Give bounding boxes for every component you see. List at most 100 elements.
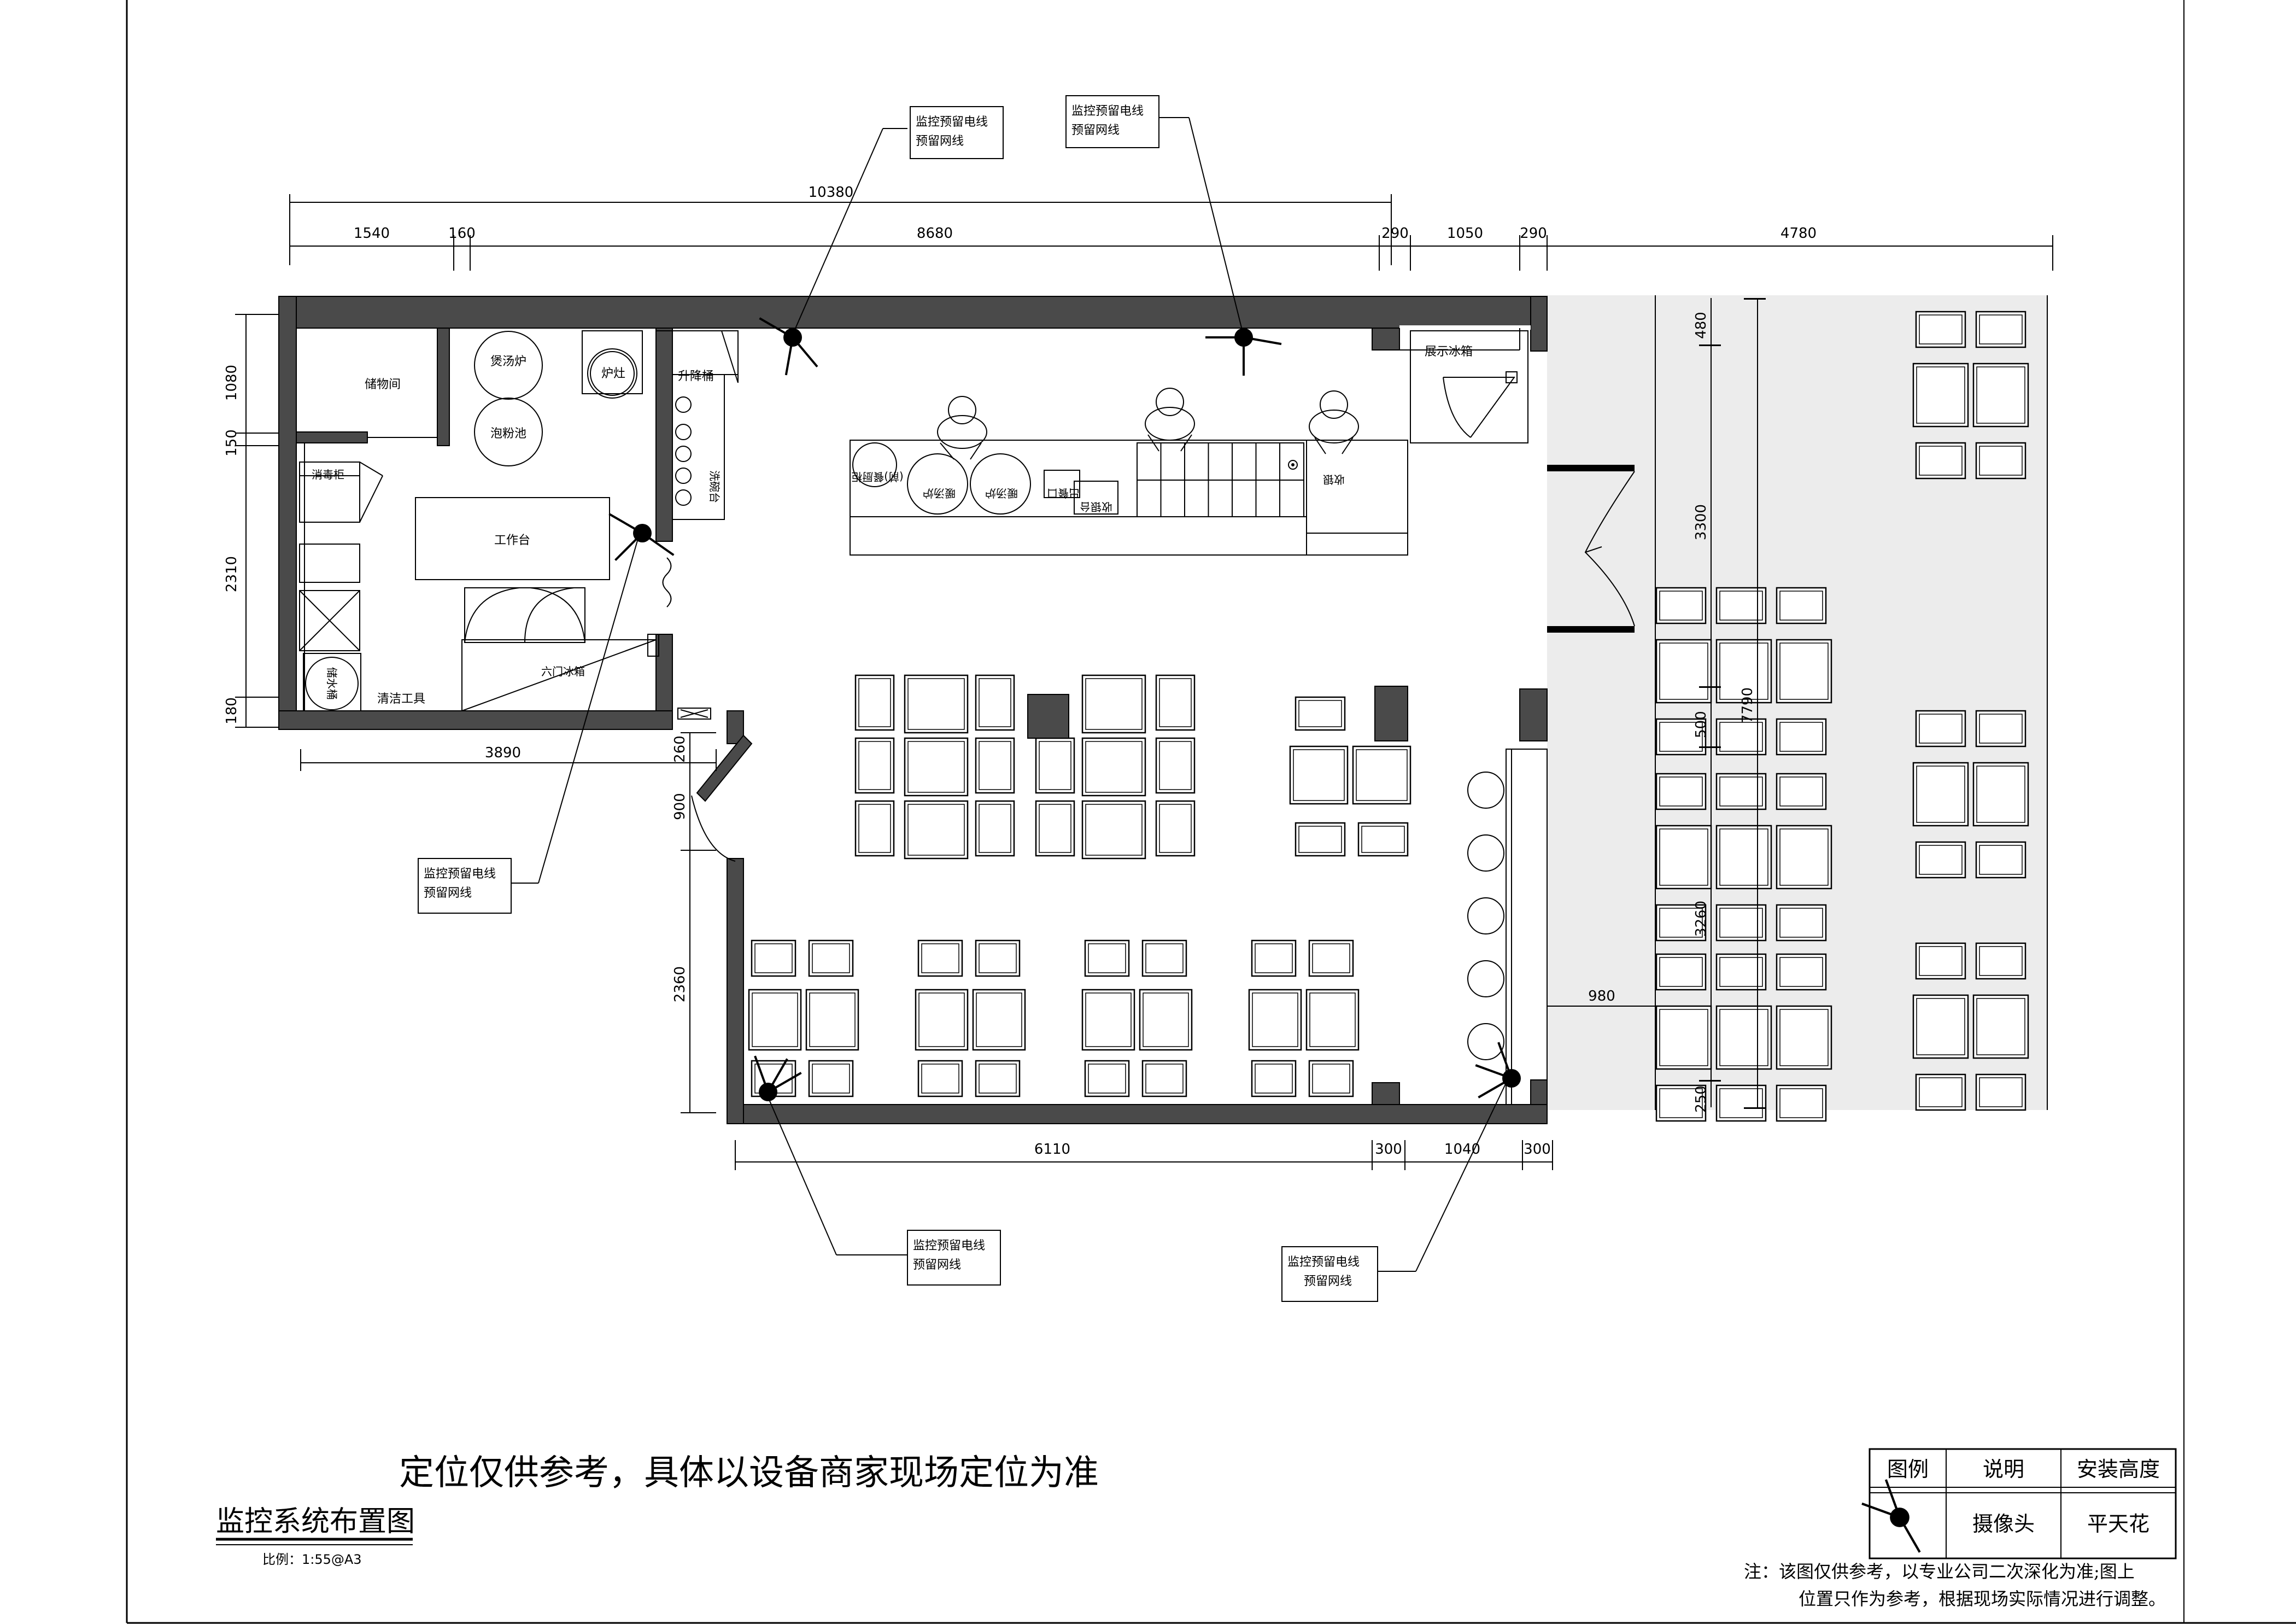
dim-bottom-2: 300	[1375, 1141, 1402, 1158]
legend-description: 摄像头	[1972, 1512, 2035, 1536]
chair	[1975, 311, 2026, 348]
dim-left-3: 2310	[224, 556, 240, 592]
kitchen-fixtures	[299, 330, 739, 711]
dining-table	[915, 989, 969, 1051]
chair	[1915, 942, 1966, 980]
terrace-table	[1655, 825, 1712, 890]
chair	[1035, 800, 1075, 857]
dining-table	[1352, 745, 1411, 805]
chair	[917, 1060, 963, 1097]
dim-terrace-6: 250	[1693, 1085, 1709, 1113]
chair	[1975, 841, 2026, 879]
chair	[1915, 1073, 1966, 1111]
chair	[1776, 718, 1827, 756]
chair	[1915, 311, 1966, 348]
chair	[1655, 904, 1707, 942]
dim-top-4: 290	[1381, 225, 1409, 242]
legend-header-description: 说明	[1983, 1457, 2024, 1481]
dim-door-3: 2360	[672, 966, 688, 1002]
svg-text:监控预留电线: 监控预留电线	[1287, 1255, 1360, 1269]
dim-door-1: 260	[672, 735, 688, 763]
dim-bottom-1: 6110	[1034, 1141, 1070, 1158]
chair	[975, 737, 1015, 794]
side-door	[677, 708, 753, 862]
cctv-camera-icon	[608, 513, 675, 561]
chair	[1975, 942, 2026, 980]
chair	[1655, 587, 1707, 624]
chair	[975, 939, 1021, 977]
chair	[1715, 718, 1767, 756]
drawing-title-block: 监控系统布置图 比例：1:55@A3	[216, 1505, 415, 1567]
footnote: 注：该图仅供参考，以专业公司二次深化为准;图上 位置只作为参考，根据现场实际情况…	[1744, 1561, 2166, 1609]
terrace-table	[1655, 639, 1712, 704]
chair	[1715, 1084, 1767, 1122]
dim-top-3: 8680	[917, 225, 953, 242]
dining-table	[1305, 989, 1360, 1051]
chair	[1715, 953, 1767, 991]
callout-5: 监控预留电线 预留网线	[1281, 1246, 1378, 1302]
bar-counter	[850, 440, 1408, 556]
dim-bottom-4: 300	[1524, 1141, 1551, 1158]
label-counter-1: (前)餐厨柜	[851, 470, 904, 483]
svg-text:预留网线: 预留网线	[1304, 1275, 1352, 1288]
dim-top-7: 4780	[1780, 225, 1817, 242]
dim-top-total: 10380	[809, 184, 854, 201]
chair	[1975, 1073, 2026, 1111]
chair	[1155, 737, 1196, 794]
chair	[1915, 841, 1966, 879]
dining-table	[904, 674, 969, 734]
dining-table	[904, 800, 969, 860]
terrace-table	[1972, 363, 2029, 428]
chair	[1776, 773, 1827, 810]
chair	[1975, 710, 2026, 747]
chair	[854, 737, 895, 794]
terrace-table	[1776, 825, 1832, 890]
svg-text:监控预留电线: 监控预留电线	[1071, 104, 1144, 118]
label-counter-6: 收银	[1323, 473, 1345, 486]
kitchen-inner-walls	[296, 328, 450, 711]
dining-table	[1139, 989, 1193, 1051]
chair	[1715, 904, 1767, 942]
chair	[1776, 953, 1827, 991]
dimension-texts: 10380 1540 160 8680 290 1050 290 4780 10…	[224, 184, 1817, 1158]
chair	[1915, 442, 1966, 480]
cctv-camera-icon	[1475, 1042, 1521, 1099]
chair	[1715, 587, 1767, 624]
chair	[917, 939, 963, 977]
dim-terrace-2: 3300	[1693, 504, 1709, 540]
terrace-table	[1912, 994, 1969, 1059]
note-line-1: 注：该图仅供参考，以专业公司二次深化为准;图上	[1744, 1561, 2135, 1582]
six-door-fridge	[461, 639, 657, 711]
label-counter-3: 暖汤炉	[985, 487, 1018, 500]
drawing-scale: 比例：1:55@A3	[262, 1552, 362, 1567]
chair	[1308, 939, 1354, 977]
label-ice-bucket: 储水桶	[325, 667, 338, 700]
label-disinfection: 消毒柜	[312, 468, 344, 481]
dining-pillars	[1027, 686, 1408, 741]
chair	[975, 800, 1015, 857]
callout-3: 监控预留电线 预留网线	[418, 858, 512, 914]
chair	[1035, 737, 1075, 794]
bar-stools	[1467, 749, 1548, 1105]
legend-height: 平天花	[2087, 1512, 2149, 1536]
dim-terrace-5: 3260	[1693, 901, 1709, 937]
display-fridge	[1410, 330, 1528, 443]
dining-table	[1248, 989, 1302, 1051]
dim-door-2: 900	[672, 793, 688, 820]
chair	[1655, 953, 1707, 991]
workbench	[415, 497, 610, 580]
cctv-camera-icon	[1861, 1479, 1921, 1553]
chair	[1084, 1060, 1130, 1097]
chair	[975, 674, 1015, 731]
cctv-camera-icon	[754, 1055, 802, 1101]
dining-table	[805, 989, 859, 1051]
chair	[1308, 1060, 1354, 1097]
label-counter-5: 收银台	[1080, 500, 1112, 513]
terrace-table	[1715, 825, 1772, 890]
callout-2: 监控预留电线 预留网线	[1065, 95, 1159, 148]
terrace-table	[1776, 1005, 1832, 1070]
chair	[1776, 1084, 1827, 1122]
chair	[1141, 1060, 1187, 1097]
cctv-camera-icon	[759, 317, 818, 376]
chair	[1776, 587, 1827, 624]
